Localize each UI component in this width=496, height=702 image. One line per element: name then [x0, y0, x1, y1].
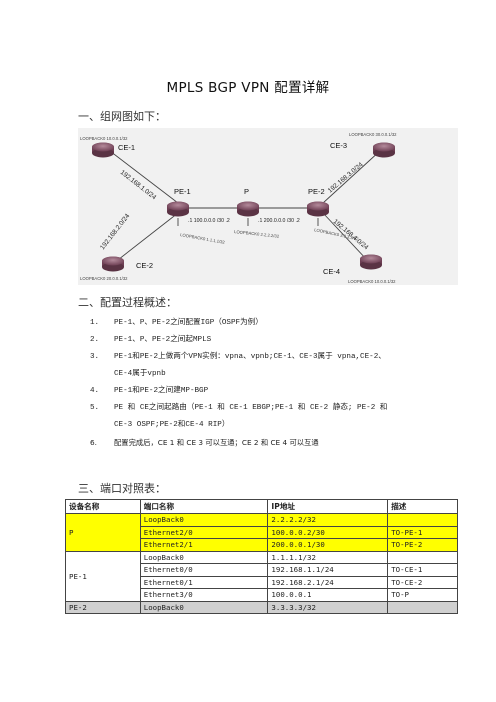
desc-cell: TO-PE-2 [387, 538, 458, 552]
link-ce1-pe1 [105, 147, 179, 204]
network-label-ce2: 192.168.2.0/24 [99, 212, 131, 251]
table-row: PE-2 LoopBack0 3.3.3.3/32 [65, 600, 458, 614]
section-heading-topology: 一、组网图如下： [78, 110, 166, 123]
network-topology-diagram: LOOPBACK0 10.0.0.1/32 CE-1 192.168.1.0/2… [78, 128, 458, 285]
desc-cell: TO-PE-1 [387, 525, 458, 539]
table-row: P LoopBack0 2.2.2.2/32 [65, 513, 458, 552]
port-cell: Ethernet0/0 [139, 563, 269, 577]
port-cell: Ethernet2/1 [139, 538, 269, 552]
column-header: 描述 [387, 499, 458, 514]
ip-cell: 3.3.3.3/32 [267, 600, 389, 614]
loopback-label-ce1: LOOPBACK0 10.0.0.1/32 [80, 136, 128, 141]
node-label-p: P [244, 187, 249, 196]
loopback-label-p: LOOPBACK0 2.2.2.2/32 [234, 229, 280, 239]
port-cell: LoopBack0 [139, 513, 269, 527]
step-item: CE-3 OSPF;PE-2和CE-4 RIP） [114, 421, 230, 429]
table-row: Ethernet2/1 200.0.0.1/30 TO-PE-2 [66, 538, 458, 552]
network-label-ce1: 192.168.1.0/24 [119, 169, 158, 201]
step-item: 4.PE-1和PE-2之间建MP-BGP [90, 387, 209, 395]
device-cell: PE-1 [65, 550, 141, 602]
port-cell: LoopBack0 [139, 600, 269, 614]
ip-cell: 100.0.0.2/30 [267, 525, 389, 539]
ip-cell: 192.168.2.1/24 [267, 575, 389, 589]
step-item: CE-4属于vpnb [114, 370, 166, 378]
port-cell: Ethernet3/0 [139, 588, 269, 602]
ip-cell: 100.0.0.1 [267, 588, 389, 602]
node-label-ce2: CE-2 [136, 261, 153, 270]
loopback-label-ce4: LOOPBACK0 10.0.0.1/32 [348, 279, 396, 284]
config-steps-list: 1.PE-1、P、PE-2之间配置IGP（OSPF为例） 2.PE-1、P、PE… [78, 315, 478, 451]
device-cell: PE-2 [65, 600, 141, 614]
ip-cell: 200.0.0.1/30 [267, 538, 389, 552]
step-item: 2.PE-1、P、PE-2之间起MPLS [90, 336, 212, 344]
link-ce2-pe1 [113, 212, 179, 264]
column-header: 设备名称 [65, 499, 141, 514]
step-item: 3.PE-1和PE-2上做两个VPN实例：vpna、vpnb;CE-1、CE-3… [90, 353, 386, 361]
page-title: MPLS BGP VPN 配置详解 [166, 80, 330, 96]
node-label-pe1: PE-1 [174, 187, 191, 196]
link-ce4-pe2 [322, 212, 369, 262]
node-label-pe2: PE-2 [308, 187, 325, 196]
column-header: IP地址 [267, 499, 389, 514]
node-label-ce4: CE-4 [323, 267, 340, 276]
section-heading-process: 二、配置过程概述： [78, 296, 177, 309]
port-cell: LoopBack0 [139, 550, 269, 564]
node-label-ce3: CE-3 [330, 141, 347, 150]
link-label-p-pe2: .1 200.0.0.0 /30 .2 [258, 218, 300, 224]
router-icon [92, 142, 395, 272]
loopback-label-ce3: LOOPBACK0 30.0.0.1/32 [349, 132, 397, 137]
table-header-row: 设备名称 端口名称 IP地址 描述 [65, 499, 458, 514]
step-item: 5.PE 和 CE之间起路由（PE-1 和 CE-1 EBGP;PE-1 和 C… [90, 404, 388, 412]
table-row: PE-1 LoopBack0 1.1.1.1/32 [65, 550, 458, 602]
section-heading-ports: 三、端口对照表： [78, 482, 166, 495]
column-header: 端口名称 [139, 499, 269, 514]
table-row: Ethernet0/1 192.168.2.1/24 TO-CE-2 [66, 575, 458, 589]
desc-cell [387, 600, 458, 614]
desc-cell: TO-CE-2 [387, 575, 458, 589]
network-label-ce3: 192.168.3.0/24 [327, 161, 365, 194]
link-ce3-pe2 [322, 149, 382, 204]
step-item: 1.PE-1、P、PE-2之间配置IGP（OSPF为例） [90, 319, 263, 327]
port-mapping-table: 设备名称 端口名称 IP地址 描述 P LoopBack0 2.2.2.2/32… [65, 499, 458, 614]
step-item: 6.配置完成后，CE 1 和 CE 3 可以互通；CE 2 和 CE 4 可以互… [90, 438, 319, 447]
port-cell: Ethernet2/0 [139, 525, 269, 539]
loopback-label-ce2: LOOPBACK0 20.0.0.1/32 [80, 276, 128, 281]
desc-cell: TO-CE-1 [387, 563, 458, 577]
desc-cell: TO-P [387, 588, 458, 602]
ip-cell: 192.168.1.1/24 [267, 563, 389, 577]
ip-cell: 1.1.1.1/32 [267, 550, 389, 564]
loopback-label-pe1: LOOPBACK0 1.1.1.1/32 [180, 232, 226, 245]
device-cell: P [65, 513, 141, 552]
desc-cell [387, 550, 458, 564]
ip-cell: 2.2.2.2/32 [267, 513, 389, 527]
link-label-pe1-p: .1 100.0.0.0 /30 .2 [188, 218, 230, 224]
node-label-ce1: CE-1 [118, 143, 135, 152]
port-cell: Ethernet0/1 [139, 575, 269, 589]
desc-cell [387, 513, 458, 527]
